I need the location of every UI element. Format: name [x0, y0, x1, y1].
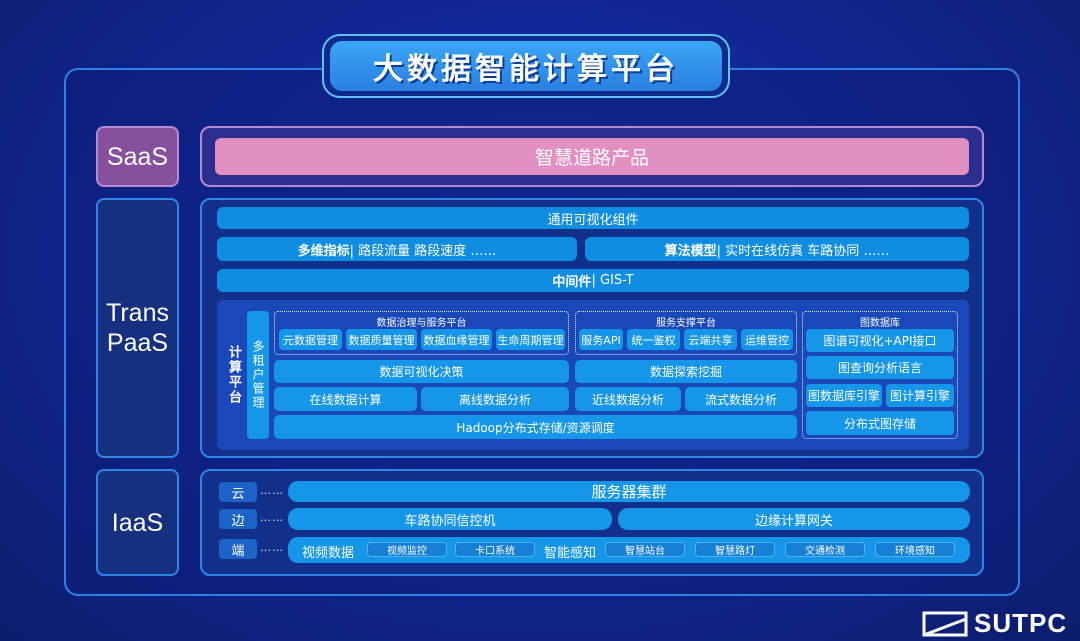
graph-visual-api: 图谱可视化+API接口	[806, 329, 954, 352]
edge-label: 边	[219, 509, 257, 529]
layer-label-saas: SaaS	[96, 126, 179, 187]
metrics-bar: 多维指标 | 路段流量 路段速度 ……	[217, 237, 577, 261]
metrics-text: | 路段流量 路段速度 ……	[349, 243, 497, 259]
saas-product: 智慧道路产品	[215, 138, 969, 175]
components-bar: 通用可视化组件	[217, 207, 969, 229]
sense-tag: 智慧路灯	[695, 542, 775, 557]
data-explore-mining: 数据探索挖掘	[575, 360, 797, 383]
governance-group	[274, 311, 569, 355]
sense-tag: 交通检测	[785, 542, 865, 557]
service-item: 云端共享	[684, 329, 737, 350]
compute-platform-label: 计算平台	[226, 345, 241, 405]
vehicle-road-controller: 车路协同信控机	[288, 508, 612, 530]
governance-item: 数据血缘管理	[421, 329, 492, 350]
near-data-analysis: 近线数据分析	[575, 387, 681, 411]
layer-label-iaas: IaaS	[96, 469, 179, 576]
smart-sensing-label: 智能感知	[544, 546, 597, 561]
edge-gateway: 边缘计算网关	[618, 508, 970, 530]
service-group	[575, 311, 797, 355]
middleware-title: 中间件	[552, 275, 592, 290]
video-tag: 视频监控	[367, 542, 447, 557]
graph-distributed-storage: 分布式图存储	[806, 411, 954, 435]
algorithms-bar: 算法模型 | 实时在线仿真 车路协同 ……	[585, 237, 969, 261]
graph-db-group	[802, 311, 958, 439]
middleware-bar: 中间件 | GIS-T	[217, 269, 969, 292]
edge-connector: ……	[260, 511, 284, 524]
data-visual-decision: 数据可视化决策	[274, 360, 569, 383]
logo-text: SUTPC	[974, 608, 1068, 638]
paas-label-line1: Trans	[106, 299, 169, 327]
hadoop-storage: Hadoop分布式存储/资源调度	[274, 415, 797, 439]
stream-data-analysis: 流式数据分析	[685, 387, 797, 411]
governance-title: 数据治理与服务平台	[376, 318, 467, 329]
algorithms-title: 算法模型	[664, 243, 717, 259]
video-data-label: 视频数据	[302, 546, 355, 561]
cloud-label: 云	[219, 482, 257, 502]
terminal-connector: ……	[260, 541, 284, 554]
governance-item: 生命周期管理	[496, 329, 565, 350]
paas-label-line2: PaaS	[106, 329, 169, 357]
sutpc-logo: SUTPC	[922, 608, 1067, 639]
video-tag: 卡口系统	[455, 542, 535, 557]
algorithms-text: | 实时在线仿真 车路协同 ……	[716, 243, 890, 259]
graph-query-language: 图查询分析语言	[806, 356, 954, 379]
online-data-compute: 在线数据计算	[274, 387, 417, 411]
service-item: 统一鉴权	[627, 329, 680, 350]
server-cluster: 服务器集群	[288, 481, 970, 502]
graph-compute-engine: 图计算引擎	[886, 384, 954, 407]
governance-item: 元数据管理	[279, 329, 342, 350]
terminal-label: 端	[219, 539, 257, 559]
middleware-text: | GIS-T	[591, 273, 634, 288]
page-title: 大数据智能计算平台	[330, 41, 722, 91]
service-title: 服务支撑平台	[656, 318, 716, 329]
cloud-connector: ……	[260, 484, 284, 497]
sutpc-logo-icon	[922, 611, 968, 636]
service-item: 运维管控	[741, 329, 793, 350]
sense-tag: 环境感知	[875, 542, 955, 557]
offline-data-analysis: 离线数据分析	[421, 387, 569, 411]
service-item: 服务API	[579, 329, 623, 350]
sense-tag: 智慧站台	[605, 542, 685, 557]
tenant-management: 多租户管理	[247, 311, 269, 439]
graph-db-engine: 图数据库引擎	[806, 384, 882, 407]
metrics-title: 多维指标	[297, 243, 350, 259]
governance-item: 数据质量管理	[346, 329, 417, 350]
graph-db-title: 图数据库	[860, 318, 900, 329]
